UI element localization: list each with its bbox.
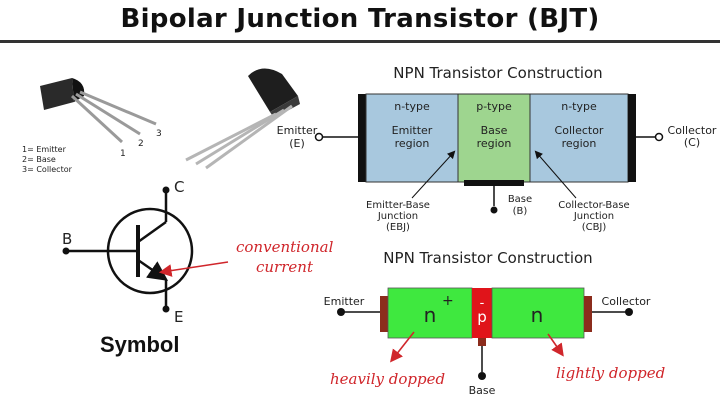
symbol-terminal-b: B	[62, 230, 72, 248]
region-collector-type: n-type	[561, 100, 597, 113]
top-base-label: Base	[508, 194, 532, 205]
region-base-line2: region	[477, 137, 512, 150]
construction-top-blocks	[314, 93, 664, 214]
region-base-line1: Base	[481, 124, 508, 137]
region-p-minus-sup: -	[480, 296, 485, 311]
cbj-line3: (CBJ)	[582, 222, 607, 233]
cbj-line2: Junction	[573, 211, 614, 222]
symbol-terminal-e: E	[174, 308, 183, 326]
bottom-collector-label: Collector	[602, 295, 651, 308]
conventional-annotation-2: current	[256, 258, 314, 276]
ebj-arrow	[411, 150, 456, 199]
cbj-arrow	[534, 150, 577, 199]
bottom-emitter-label: Emitter	[324, 295, 365, 308]
lightly-doped-arrow	[547, 333, 564, 357]
top-base-abbr: (B)	[513, 206, 528, 217]
pin-number-1: 1	[120, 149, 126, 159]
region-collector-line2: region	[562, 137, 597, 150]
region-base-type: p-type	[476, 100, 512, 113]
conventional-annotation-1: conventional	[236, 238, 334, 256]
region-n-plus-sup: +	[442, 293, 454, 309]
construction-heading-top: NPN Transistor Construction	[393, 64, 602, 82]
npn-symbol	[62, 186, 194, 313]
pin-number-2: 2	[138, 139, 144, 149]
ebj-line1: Emitter-Base	[366, 200, 430, 211]
pin-legend-collector: 3= Collector	[22, 165, 73, 174]
conventional-current-arrow	[158, 261, 229, 277]
region-emitter-line1: Emitter	[392, 124, 433, 137]
heavily-doped-arrow	[390, 331, 415, 363]
cbj-line1: Collector-Base	[558, 200, 629, 211]
construction-heading-bottom: NPN Transistor Construction	[383, 249, 592, 267]
transistor-package-drawing	[40, 78, 157, 144]
region-n: n	[531, 303, 544, 327]
title-underline	[0, 40, 720, 43]
construction-bottom-blocks	[337, 287, 633, 380]
symbol-label: Symbol	[100, 332, 179, 357]
pin-legend-emitter: 1= Emitter	[22, 145, 67, 154]
ebj-line2: Junction	[377, 211, 418, 222]
note-lightly-doped: lightly dopped	[556, 364, 665, 382]
top-emitter-label: Emitter	[277, 124, 318, 137]
region-p-minus: p	[477, 308, 487, 326]
bottom-base-label: Base	[469, 384, 496, 397]
page-title: Bipolar Junction Transistor (BJT)	[120, 4, 600, 34]
top-collector-label: Collector	[668, 124, 717, 137]
top-collector-abbr: (C)	[684, 136, 700, 149]
pin-legend-base: 2= Base	[22, 155, 56, 164]
region-n-plus: n	[424, 303, 437, 327]
top-emitter-abbr: (E)	[289, 137, 305, 150]
pin-number-3: 3	[156, 129, 162, 139]
region-emitter-line2: region	[395, 137, 430, 150]
note-heavily-doped: heavily dopped	[330, 370, 445, 388]
transistor-photo-drawing	[185, 68, 300, 170]
ebj-line3: (EBJ)	[386, 222, 410, 233]
region-emitter-type: n-type	[394, 100, 430, 113]
symbol-terminal-c: C	[174, 178, 184, 196]
region-collector-line1: Collector	[555, 124, 604, 137]
